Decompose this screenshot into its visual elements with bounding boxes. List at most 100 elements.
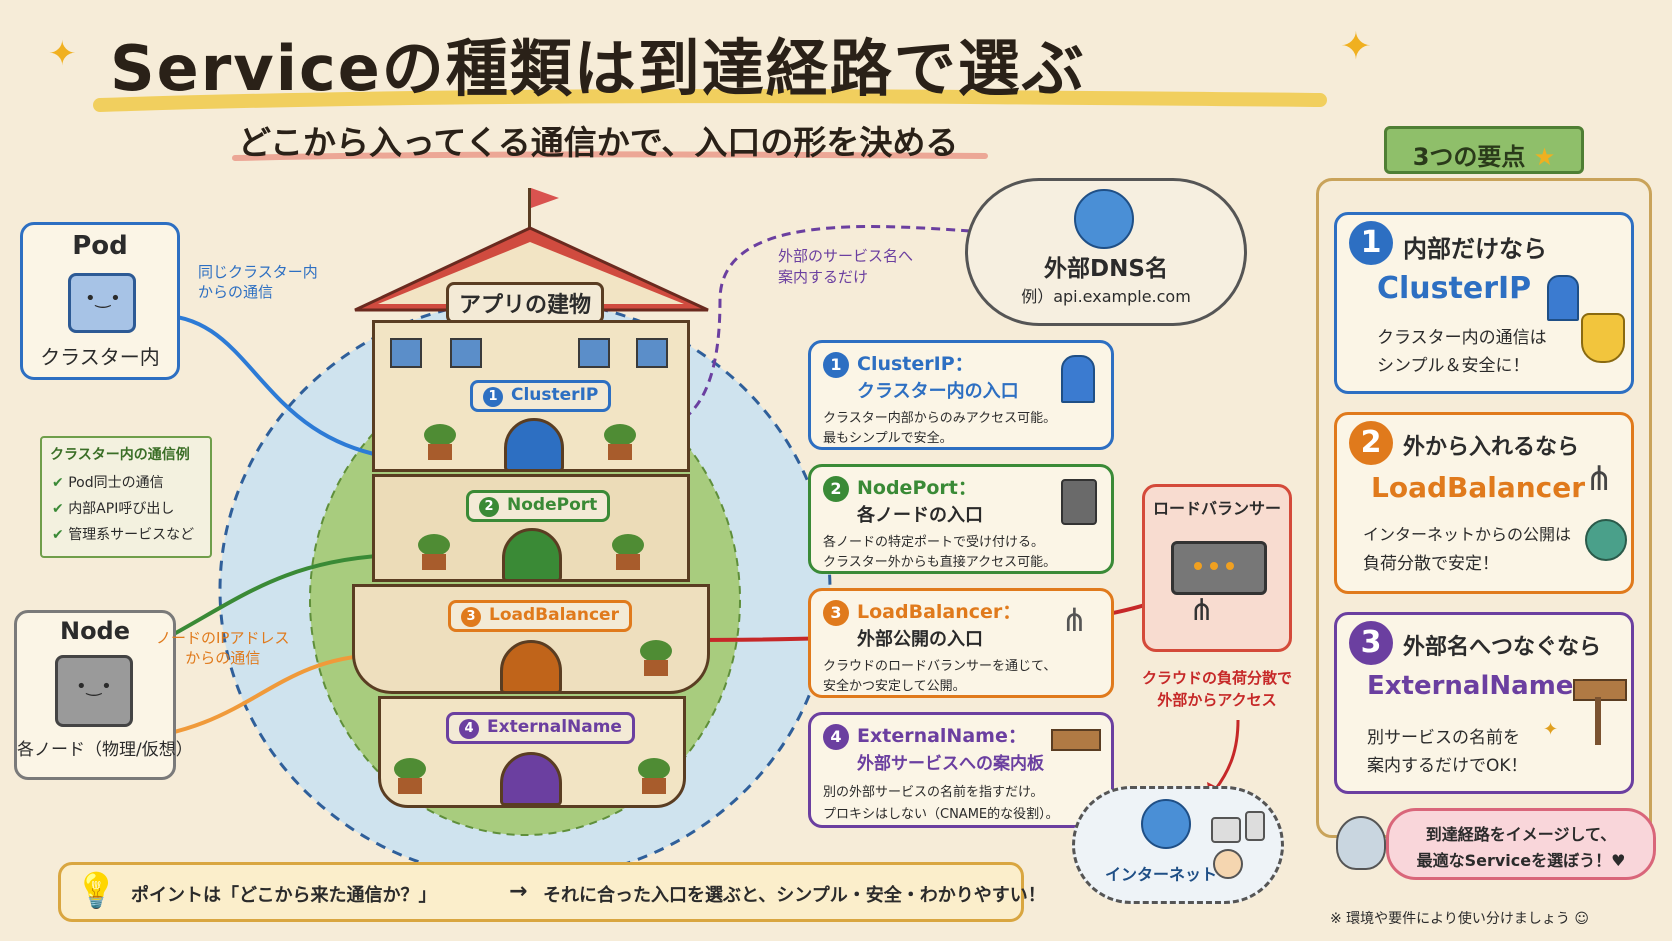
card-subtitle: 各ノードの入口 (857, 505, 983, 526)
page-title: Serviceの種類は到達経路で選ぶ (110, 32, 1086, 105)
card-desc: 各ノードの特定ポートで受け付ける。 (823, 535, 1045, 550)
plant-icon (420, 424, 460, 464)
pod-cube-icon: •‿• (68, 273, 136, 333)
plant-icon (636, 640, 676, 680)
port-panel-icon (1061, 479, 1097, 525)
tip-text-2: それに合った入口を選ぶと、シンプル・安全・わかりやすい！ (543, 885, 1046, 906)
laptop-icon (1211, 817, 1241, 843)
window-icon (450, 338, 482, 368)
globe-icon (1141, 799, 1191, 849)
pod-box: Pod •‿• クラスター内 (20, 222, 180, 380)
plant-icon (600, 424, 640, 464)
key-point-name: ExternalName (1367, 671, 1574, 701)
card-desc: プロキシはしない（CNAME的な役割）。 (823, 807, 1059, 822)
phone-icon (1245, 811, 1265, 841)
footnote: ※ 環境や要件により使い分けましょう ☺ (1330, 911, 1589, 927)
sparkle-icon: ✦ (1340, 24, 1372, 68)
plant-icon (634, 758, 674, 798)
dns-arrow (659, 225, 986, 432)
key-point-desc: クラスター内の通信は (1377, 328, 1547, 348)
plant-icon (390, 758, 430, 798)
key-point-head: 外から入れるなら (1403, 435, 1580, 460)
dns-arrow-label: 外部のサービス名へ 案内するだけ (778, 247, 914, 286)
key-point-name: ClusterIP (1377, 271, 1532, 306)
server-icon: •‿• (55, 655, 133, 727)
network-tree-icon: ⋔ (1189, 593, 1215, 628)
card-desc: クラスター外からも直接アクセス可能。 (823, 555, 1057, 570)
signpost-pole (1595, 697, 1601, 745)
building-sign: アプリの建物 (446, 282, 605, 324)
key-points-ribbon: 3つの要点 ★ (1384, 126, 1584, 174)
card-desc: 安全かつ安定して公開。 (823, 679, 966, 694)
cluster-examples-title: クラスター内の通信例 (50, 447, 190, 463)
card-subtitle: クラスター内の入口 (857, 381, 1019, 402)
advice-line-2: 最適なServiceを選ぼう！♥ (1416, 851, 1626, 870)
globe-icon (1585, 519, 1627, 561)
globe-icon (1074, 189, 1134, 249)
check-icon: ✔ (52, 527, 69, 543)
robot-mascot-icon (1336, 816, 1386, 870)
node-caption: 各ノード（物理/仮想） (17, 740, 193, 760)
plant-icon (414, 534, 454, 574)
star-icon: ★ (1533, 143, 1556, 171)
internet-label: インターネット (1105, 865, 1218, 884)
door-nodeport (502, 528, 562, 582)
pod-caption: クラスター内 (40, 345, 160, 369)
person-icon (1213, 849, 1243, 879)
tip-banner: 💡 ポイントは「どこから来た通信か？」 → それに合った入口を選ぶと、シンプル・… (58, 862, 1046, 922)
shield-icon (1581, 313, 1625, 363)
plant-icon (608, 534, 648, 574)
card-desc: 最もシンプルで安全。 (823, 431, 953, 446)
door-icon (1061, 355, 1095, 403)
dns-title: 外部DNS名 (1044, 256, 1168, 282)
dns-cloud: 外部DNS名 例）api.example.com (965, 178, 1247, 326)
card-subtitle: 外部サービスへの案内板 (857, 754, 1044, 774)
flag-pole (528, 188, 531, 234)
pod-title: Pod (72, 231, 128, 261)
window-icon (636, 338, 668, 368)
door-clusterip (504, 418, 564, 472)
window-icon (578, 338, 610, 368)
door-icon (1547, 275, 1579, 321)
internet-cloud: インターネット (1072, 786, 1284, 904)
dns-example: 例）api.example.com (1021, 287, 1191, 306)
page-subtitle: どこから入ってくる通信かで、入口の形を決める (238, 123, 959, 162)
door-loadbalancer (500, 640, 562, 694)
ribbon-title: 3つの要点 ★ (1412, 143, 1556, 171)
tip-arrow-icon: → (509, 879, 528, 904)
window-icon (390, 338, 422, 368)
advice-bubble: 到達経路をイメージして、 最適なServiceを選ぼう！♥ (1386, 808, 1656, 880)
pod-arrow (149, 312, 411, 462)
card-subtitle: 外部公開の入口 (857, 629, 983, 650)
key-point-name: LoadBalancer (1371, 471, 1586, 504)
network-tree-icon: ⋔ (1585, 459, 1614, 499)
check-icon: ✔ (52, 475, 69, 491)
router-icon (1171, 541, 1267, 595)
load-balancer-box: ロードバランサー ⋔ (1142, 484, 1292, 652)
key-point-desc: 別サービスの名前を (1367, 728, 1520, 748)
title-underline (93, 89, 1327, 112)
sparkle-icon: ✦ (1543, 719, 1559, 740)
sparkle-icon: ✦ (48, 34, 77, 74)
key-point-desc: 負荷分散で安定！ (1363, 554, 1499, 574)
lb-arrow-label: クラウドの負荷分散で 外部からアクセス (1142, 669, 1293, 709)
card-desc: 別の外部サービスの名前を指すだけ。 (823, 785, 1044, 800)
lightbulb-icon: 💡 (75, 871, 118, 911)
key-point-2: 2 外から入れるなら LoadBalancer インターネットからの公開は 負荷… (1334, 412, 1634, 594)
cluster-example-item: ✔ 内部API呼び出し (52, 501, 175, 517)
internet-arrow (1213, 719, 1240, 791)
node-title: Node (59, 617, 131, 645)
lb-title: ロードバランサー (1152, 499, 1281, 518)
tip-text-1: ポイントは「どこから来た通信か？」 (131, 885, 437, 906)
card-desc: クラウドのロードバランサーを通じて、 (823, 659, 1057, 674)
